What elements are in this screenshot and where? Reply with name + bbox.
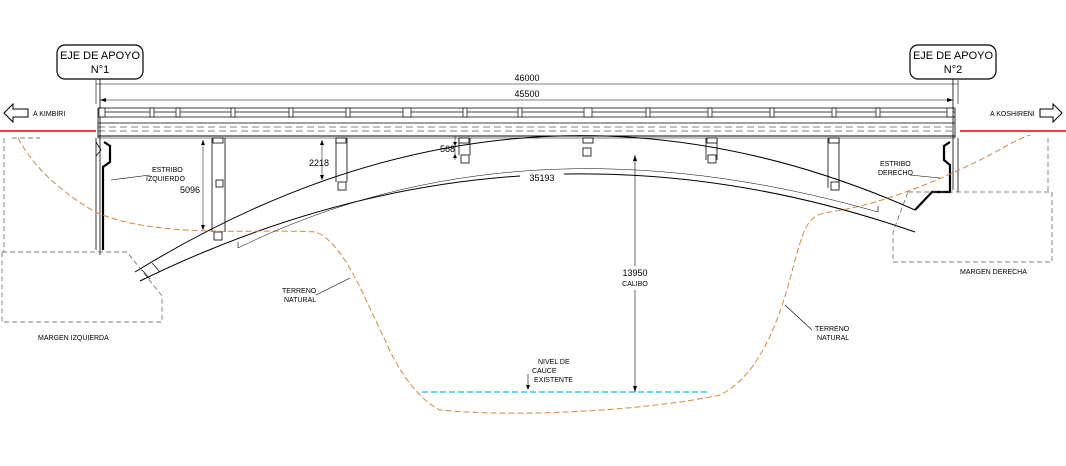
dimension-total: 46000 <box>95 73 959 104</box>
svg-text:TERRENO: TERRENO <box>815 326 850 333</box>
svg-text:45500: 45500 <box>514 89 539 99</box>
arch-ribs <box>141 262 161 280</box>
left-direction-arrow: A KIMBIRI <box>3 102 65 124</box>
terrain-line <box>17 134 1031 414</box>
dimension-arch: 35193 <box>237 168 879 249</box>
svg-text:EJE DE APOYO: EJE DE APOYO <box>60 50 141 62</box>
label-estribo-izquierdo: ESTRIBO IZQUIERDO <box>110 167 185 183</box>
svg-text:46000: 46000 <box>514 73 539 83</box>
label-estribo-derecho: ESTRIBO DERECHO <box>878 161 941 179</box>
svg-text:568: 568 <box>440 144 455 154</box>
label-nivel-cauce: NIVEL DE CAUCE EXISTENTE <box>526 359 573 390</box>
svg-text:N°2: N°2 <box>944 64 962 76</box>
svg-text:N°1: N°1 <box>91 64 109 76</box>
svg-text:EJE DE APOYO: EJE DE APOYO <box>913 50 994 62</box>
deck <box>97 107 956 139</box>
svg-text:ESTRIBO: ESTRIBO <box>880 161 911 168</box>
label-margen-derecha: MARGEN DERECHA <box>960 269 1027 276</box>
svg-text:13950: 13950 <box>622 268 647 278</box>
svg-text:TERRENO: TERRENO <box>282 288 317 295</box>
direction-left-label: A KIMBIRI <box>33 111 65 118</box>
svg-text:NATURAL: NATURAL <box>284 297 316 304</box>
axis-label-left: EJE DE APOYO N°1 <box>56 44 144 80</box>
left-abutment <box>95 138 112 255</box>
svg-text:DERECHO: DERECHO <box>878 170 914 177</box>
svg-text:2218: 2218 <box>309 158 329 168</box>
dimension-clearance: 13950 CALIBO <box>616 155 654 392</box>
right-abutment <box>914 138 959 211</box>
direction-right-label: A KOSHIRENI <box>990 111 1035 118</box>
label-terreno-right: TERRENO NATURAL <box>784 304 850 342</box>
dimension-2218: 2218 <box>309 140 329 180</box>
arch <box>134 135 916 282</box>
svg-text:NIVEL DE: NIVEL DE <box>538 359 570 366</box>
svg-text:CALIBO: CALIBO <box>622 281 648 288</box>
arrow-left-icon <box>3 102 29 124</box>
svg-text:35193: 35193 <box>529 173 554 183</box>
label-terreno-left: TERRENO NATURAL <box>282 277 351 304</box>
right-footing <box>892 138 1053 263</box>
svg-text:ESTRIBO: ESTRIBO <box>152 167 183 174</box>
svg-text:IZQUIERDO: IZQUIERDO <box>146 176 185 183</box>
label-margen-izquierda: MARGEN IZQUIERDA <box>38 335 109 342</box>
arrow-right-icon <box>1039 102 1063 124</box>
dimension-5096: 5096 <box>180 140 205 230</box>
svg-text:5096: 5096 <box>180 185 200 195</box>
right-direction-arrow: A KOSHIRENI <box>990 102 1063 124</box>
columns <box>211 137 840 241</box>
dimension-568: 568 <box>440 136 457 160</box>
railing-posts <box>98 107 954 118</box>
svg-text:CAUCE: CAUCE <box>532 368 557 375</box>
dimension-span: 45500 <box>100 89 953 102</box>
left-footing <box>1 137 163 323</box>
axis-label-right: EJE DE APOYO N°2 <box>909 44 997 80</box>
svg-text:EXISTENTE: EXISTENTE <box>534 377 573 384</box>
svg-text:NATURAL: NATURAL <box>817 335 849 342</box>
